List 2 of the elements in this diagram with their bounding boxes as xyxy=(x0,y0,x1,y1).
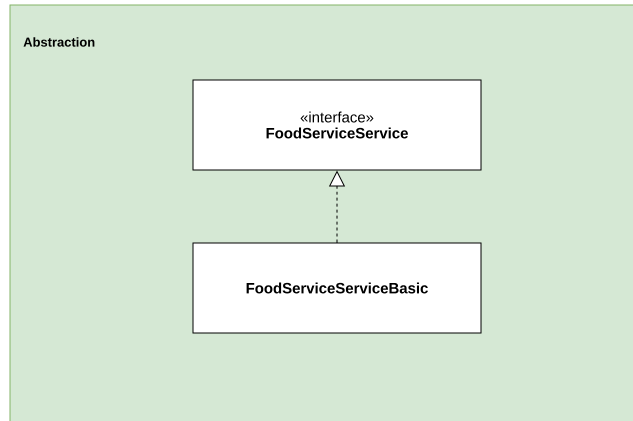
class-box: «interface» FoodServiceService xyxy=(192,80,482,170)
class-box: FoodServiceServiceBasic xyxy=(192,242,482,334)
